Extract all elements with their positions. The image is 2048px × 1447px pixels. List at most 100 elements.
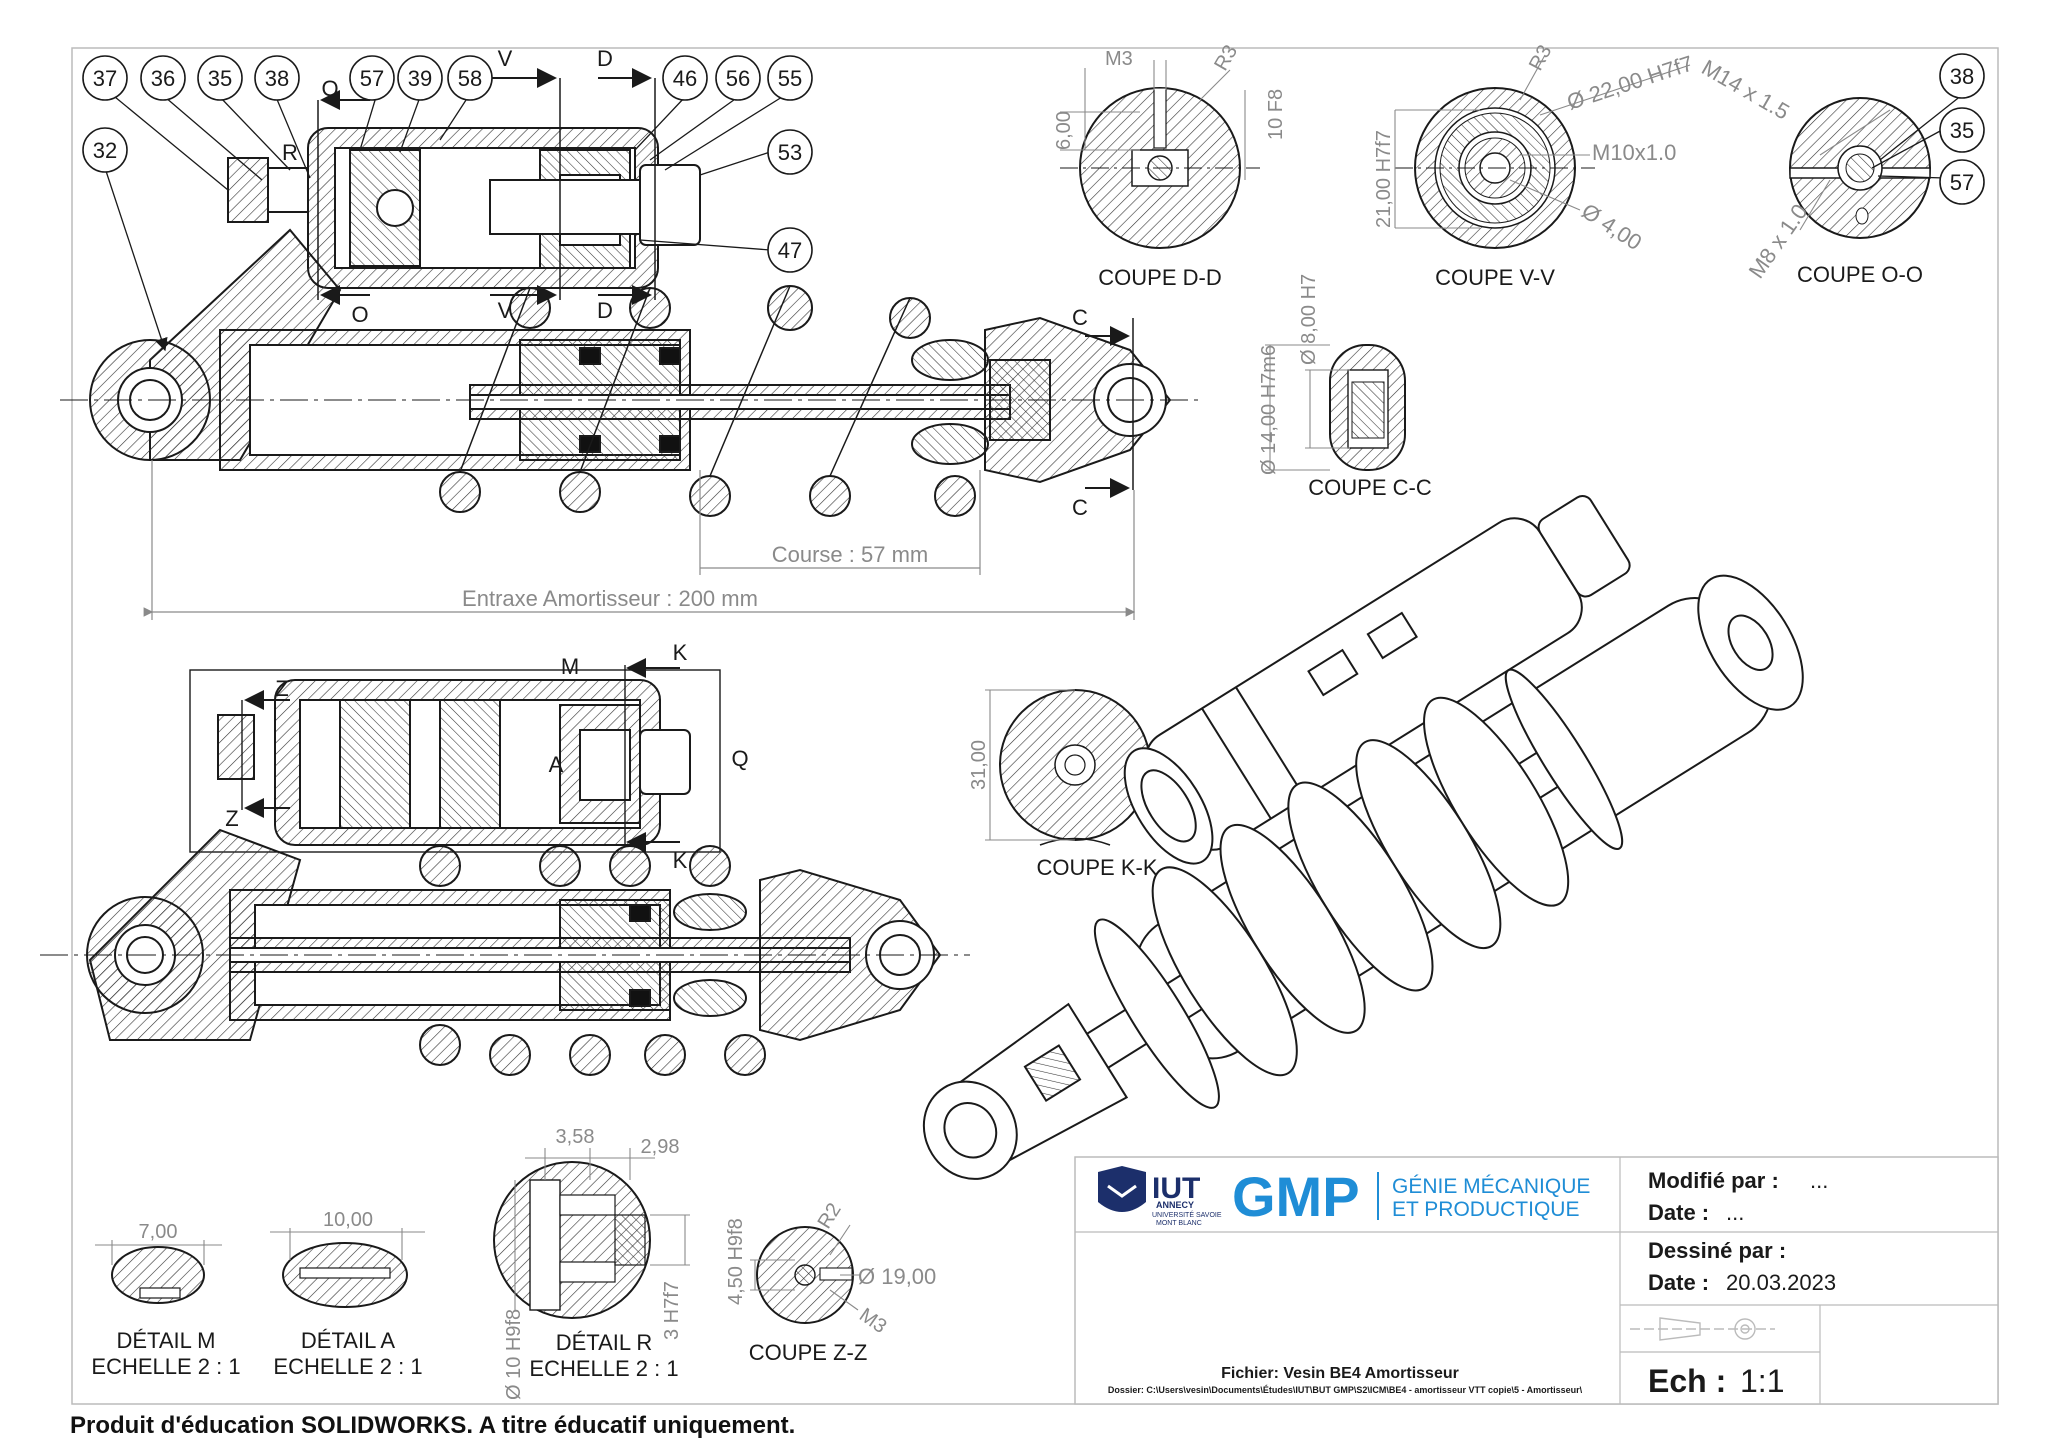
section-marks-top: O O V V D D C C R	[282, 46, 1088, 520]
balloon-o-57: 57	[1950, 170, 1974, 195]
isometric-view	[922, 494, 1804, 1180]
dim-dr-358: 3,58	[556, 1126, 595, 1148]
mark-d-bottom: D	[597, 298, 613, 323]
iut-sub3: MONT BLANC	[1156, 1220, 1202, 1227]
dossier-text: Dossier: C:\Users\vesin\Documents\Études…	[1108, 1385, 1583, 1395]
date2-label: Date :	[1648, 1270, 1709, 1295]
scale-detail-r: ECHELLE 2 : 1	[529, 1356, 678, 1381]
mark-c-bottom: C	[1072, 495, 1088, 520]
title-detail-a: DÉTAIL A	[301, 1328, 395, 1353]
dim-vv-m10: M10x1.0	[1592, 140, 1676, 165]
section-o-o: 38 35 57 M14 x 1.5 M8 x 1.0 COUPE O-O	[1698, 53, 1985, 287]
balloon-55: 55	[767, 55, 813, 101]
mark-v-bottom: V	[498, 298, 513, 323]
part-balloons-top: 37 36 35 38 57 39 58 46 56 55 53 47 32	[82, 55, 813, 273]
dim-zz-m3: M3	[855, 1304, 890, 1338]
svg-text:37: 37	[93, 66, 117, 91]
modifie-label: Modifié par :	[1648, 1168, 1779, 1193]
middle-section-view	[40, 658, 970, 1076]
mark-a: A	[549, 752, 564, 777]
title-coupe-oo: COUPE O-O	[1797, 262, 1923, 287]
dim-cc-d8: Ø 8,00 H7	[1298, 274, 1320, 365]
mark-z-bottom: Z	[225, 806, 238, 831]
mark-o-top: O	[321, 76, 338, 101]
balloon-53: 53	[767, 129, 813, 175]
gmp-text: GMP	[1232, 1165, 1360, 1228]
balloon-38: 38	[254, 55, 300, 101]
title-coupe-kk: COUPE K-K	[1036, 855, 1157, 880]
title-coupe-cc: COUPE C-C	[1308, 475, 1432, 500]
svg-text:39: 39	[408, 66, 432, 91]
section-d-d: M3 R3 6,00 10 F8 COUPE D-D	[1053, 41, 1287, 290]
mark-k-top: K	[673, 640, 688, 665]
dim-zz-450: 4,50 H9f8	[725, 1218, 747, 1305]
section-v-v: R3 Ø 22,00 H7f7 M10x1.0 Ø 4,00 21,00 H7f…	[1373, 41, 1696, 290]
projection-symbol-icon	[1630, 1317, 1775, 1341]
fichier-text: Fichier: Vesin BE4 Amortisseur	[1221, 1365, 1459, 1382]
svg-text:46: 46	[673, 66, 697, 91]
detail-m: 7,00 DÉTAIL M ECHELLE 2 : 1	[91, 1221, 240, 1379]
section-c-c: Ø 14,00 H7m6 Ø 8,00 H7 COUPE C-C	[1258, 274, 1432, 500]
svg-text:38: 38	[265, 66, 289, 91]
balloon-57: 57	[349, 55, 395, 101]
footer-notice: Produit d'éducation SOLIDWORKS. A titre …	[70, 1412, 796, 1439]
dim-dd-r3: R3	[1210, 41, 1242, 74]
sheet-border	[71, 47, 1999, 1405]
title-coupe-dd: COUPE D-D	[1098, 265, 1221, 290]
dim-vv-d4: Ø 4,00	[1577, 198, 1646, 255]
balloon-35: 35	[197, 55, 243, 101]
detail-r: 3,58 2,98 3 H7f7 Ø 10 H9f8 DÉTAIL R ECHE…	[493, 1126, 690, 1400]
dim-entraxe: Entraxe Amortisseur : 200 mm	[462, 586, 758, 611]
svg-text:35: 35	[208, 66, 232, 91]
dim-zz-d19: Ø 19,00	[858, 1264, 936, 1289]
iut-logo: IUT ANNECY UNIVERSITÉ SAVOIE MONT BLANC	[1098, 1166, 1222, 1227]
section-z-z: 4,50 H9f8 R2 Ø 19,00 M3 COUPE Z-Z	[725, 1199, 936, 1365]
section-marks-middle: Z Z K K M Q A	[225, 640, 748, 873]
balloon-56: 56	[715, 55, 761, 101]
mark-d-top: D	[597, 46, 613, 71]
dim-vv-r3: R3	[1525, 41, 1556, 74]
balloon-36: 36	[140, 55, 186, 101]
balloon-47: 47	[767, 227, 813, 273]
balloon-32: 32	[82, 127, 128, 173]
balloon-46: 46	[662, 55, 708, 101]
dim-dd-m3: M3	[1105, 48, 1133, 70]
iut-sub1: ANNECY	[1156, 1200, 1194, 1210]
title-coupe-vv: COUPE V-V	[1435, 265, 1555, 290]
dim-dd-10f8: 10 F8	[1265, 89, 1287, 140]
dim-dr-3h7: 3 H7f7	[661, 1281, 683, 1340]
dim-dm-7: 7,00	[139, 1221, 178, 1243]
dessine-label: Dessiné par :	[1648, 1238, 1786, 1263]
mark-v-top: V	[498, 46, 513, 71]
dim-zz-r2: R2	[814, 1199, 846, 1232]
dim-vv-d22: Ø 22,00 H7f7	[1564, 51, 1696, 115]
svg-text:58: 58	[458, 66, 482, 91]
balloon-39: 39	[397, 55, 443, 101]
title-detail-r: DÉTAIL R	[556, 1330, 653, 1355]
svg-text:56: 56	[726, 66, 750, 91]
scale-detail-a: ECHELLE 2 : 1	[273, 1354, 422, 1379]
date2-value: 20.03.2023	[1726, 1270, 1836, 1295]
gmp-line2: ET PRODUCTIQUE	[1392, 1198, 1579, 1221]
dim-dr-298: 2,98	[641, 1136, 680, 1158]
svg-text:32: 32	[93, 138, 117, 163]
gmp-line1: GÉNIE MÉCANIQUE	[1392, 1175, 1590, 1198]
svg-text:47: 47	[778, 238, 802, 263]
dim-cc-d14: Ø 14,00 H7m6	[1258, 345, 1280, 475]
mark-c-top: C	[1072, 305, 1088, 330]
dim-course: Course : 57 mm	[772, 542, 929, 567]
dim-vv-21: 21,00 H7f7	[1373, 130, 1395, 228]
modifie-value: ...	[1810, 1168, 1828, 1193]
ech-value: 1:1	[1740, 1363, 1784, 1399]
balloon-o-38: 38	[1950, 64, 1974, 89]
balloon-58: 58	[447, 55, 493, 101]
svg-text:55: 55	[778, 66, 802, 91]
dim-dd-6: 6,00	[1053, 111, 1075, 150]
dim-kk-31: 31,00	[968, 740, 990, 790]
balloon-37: 37	[82, 55, 128, 101]
title-block: IUT ANNECY UNIVERSITÉ SAVOIE MONT BLANC …	[1074, 1156, 1999, 1405]
scale-detail-m: ECHELLE 2 : 1	[91, 1354, 240, 1379]
svg-text:53: 53	[778, 140, 802, 165]
ech-label: Ech :	[1648, 1363, 1726, 1399]
